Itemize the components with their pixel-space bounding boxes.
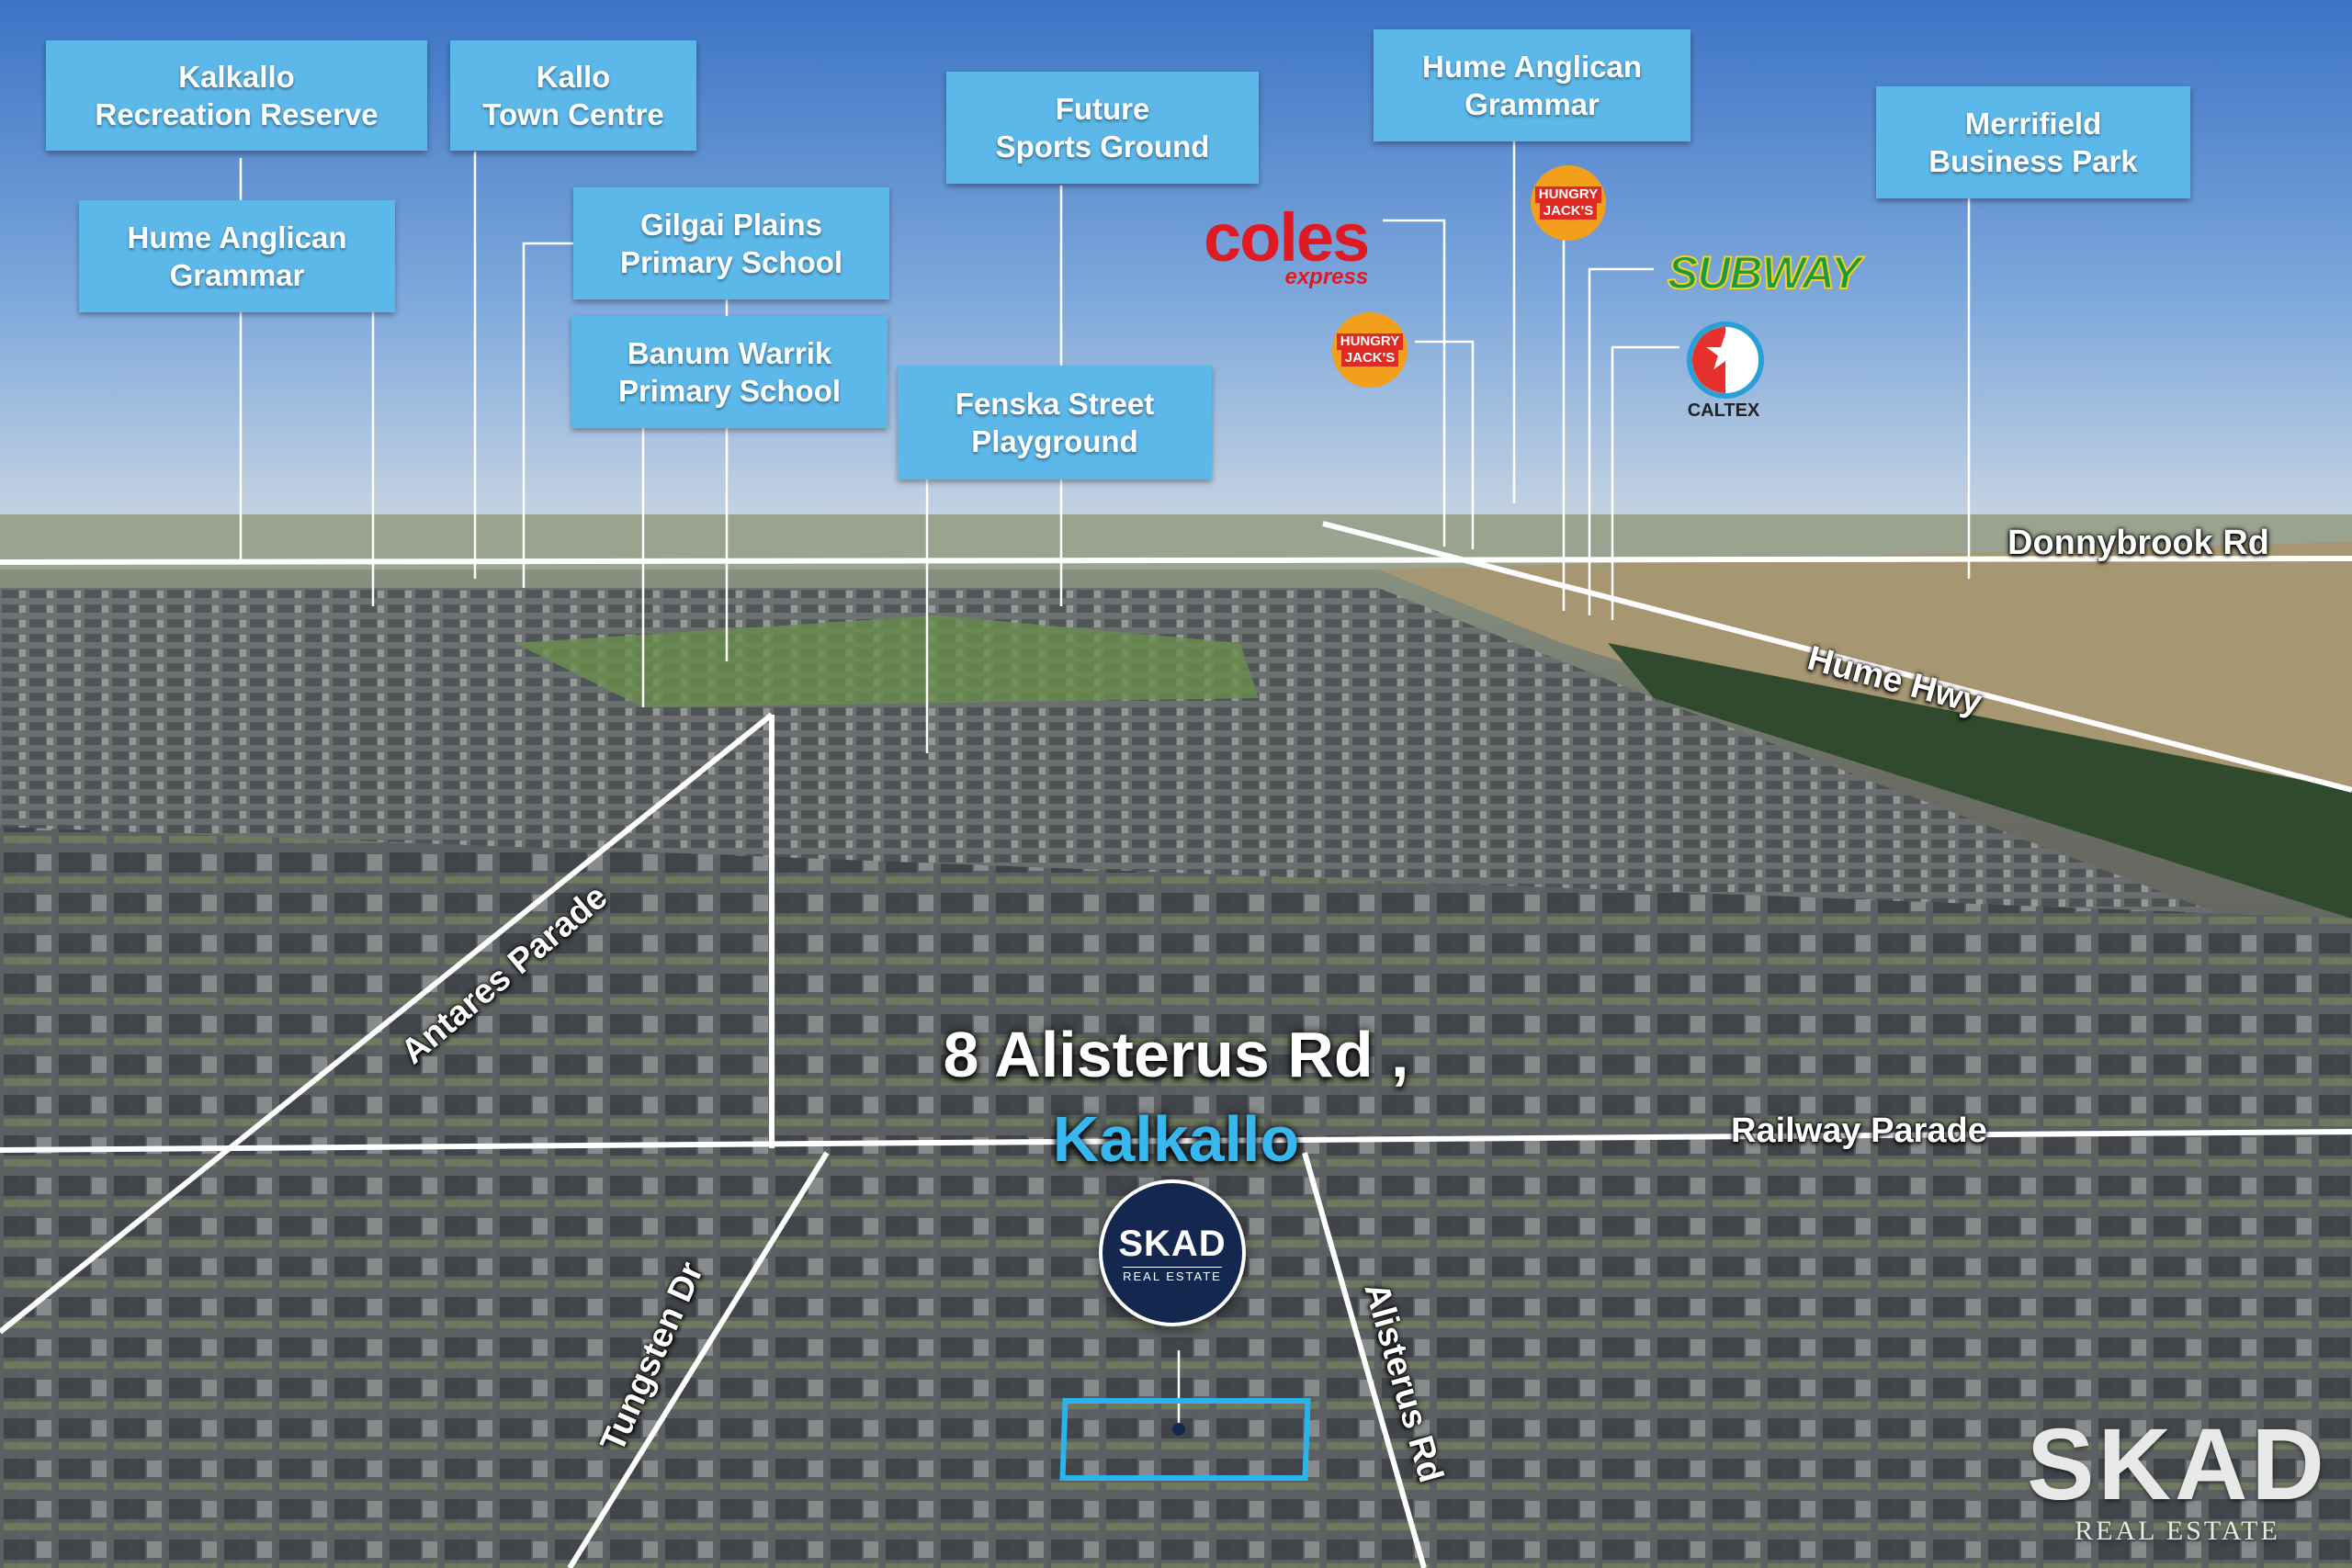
callout-line: Kalkallo <box>178 59 295 94</box>
callout-hume-anglican-grammar-right: Hume Anglican Grammar <box>1374 29 1690 141</box>
property-lot-outline <box>1059 1398 1311 1481</box>
callout-line: Hume Anglican <box>127 220 347 254</box>
watermark-name: SKAD <box>2027 1408 2328 1521</box>
callout-line: Grammar <box>169 258 305 292</box>
callout-line: Future <box>1055 91 1150 126</box>
hungry-jacks-logo: HUNGRY JACK'S <box>1332 312 1408 388</box>
callout-line: Primary School <box>617 374 842 408</box>
callout-line: Merrifield <box>1964 106 2102 141</box>
caltex-star-icon <box>1687 321 1764 399</box>
callout-future-sports-ground: Future Sports Ground <box>946 72 1259 184</box>
location-pin: SKAD REAL ESTATE <box>1099 1179 1246 1326</box>
road-label-railway-parade: Railway Parade <box>1731 1111 1987 1150</box>
callout-line: Grammar <box>1464 87 1600 121</box>
callout-banum-warrik-primary-school: Banum Warrik Primary School <box>571 316 888 428</box>
callout-kalkallo-recreation-reserve: Kalkallo Recreation Reserve <box>46 40 427 151</box>
coles-wordmark: coles <box>1204 199 1370 276</box>
hungry-jacks-word-bottom: JACK'S <box>1340 350 1399 367</box>
callout-line: Playground <box>971 424 1138 458</box>
pin-logo-name: SKAD <box>1118 1223 1227 1264</box>
callout-line: Town Centre <box>482 97 664 131</box>
callout-line: Hume Anglican <box>1422 49 1642 84</box>
property-suburb: Kalkallo <box>1052 1103 1300 1175</box>
watermark-subtitle: REAL ESTATE <box>2075 1516 2280 1546</box>
hungry-jacks-word-top: HUNGRY <box>1336 333 1404 350</box>
callout-merrifield-business-park: Merrifield Business Park <box>1876 86 2190 198</box>
hungry-jacks-logo: HUNGRY JACK'S <box>1531 165 1606 241</box>
road-label-donnybrook-rd: Donnybrook Rd <box>2007 524 2269 562</box>
callout-line: Business Park <box>1928 144 2138 178</box>
hungry-jacks-word-bottom: JACK'S <box>1539 203 1598 220</box>
coles-express-logo: coles express <box>1204 204 1370 289</box>
callout-gilgai-plains-primary-school: Gilgai Plains Primary School <box>573 187 889 299</box>
caltex-wordmark: CALTEX <box>1687 400 1760 421</box>
callout-line: Primary School <box>619 245 843 279</box>
pin-logo-subtitle: REAL ESTATE <box>1123 1266 1222 1283</box>
callout-hume-anglican-grammar-left: Hume Anglican Grammar <box>79 200 395 312</box>
coles-express-wordmark: express <box>1284 265 1369 289</box>
agency-watermark: SKAD REAL ESTATE <box>2021 1415 2334 1547</box>
callout-kallo-town-centre: Kallo Town Centre <box>450 40 696 151</box>
callout-line: Banum Warrik <box>627 335 832 370</box>
subway-logo: SUBWAY <box>1667 246 1862 299</box>
subway-wordmark: SUBWAY <box>1667 246 1862 299</box>
callout-fenska-street-playground: Fenska Street Playground <box>898 366 1212 479</box>
callout-line: Kallo <box>536 59 611 94</box>
callout-line: Sports Ground <box>995 130 1210 164</box>
caltex-logo: CALTEX <box>1687 321 1764 422</box>
callout-line: Gilgai Plains <box>639 207 823 242</box>
callout-line: Recreation Reserve <box>95 97 379 131</box>
callout-line: Fenska Street <box>955 386 1155 421</box>
property-address: 8 Alisterus Rd , <box>943 1019 1409 1090</box>
hungry-jacks-word-top: HUNGRY <box>1534 186 1602 203</box>
